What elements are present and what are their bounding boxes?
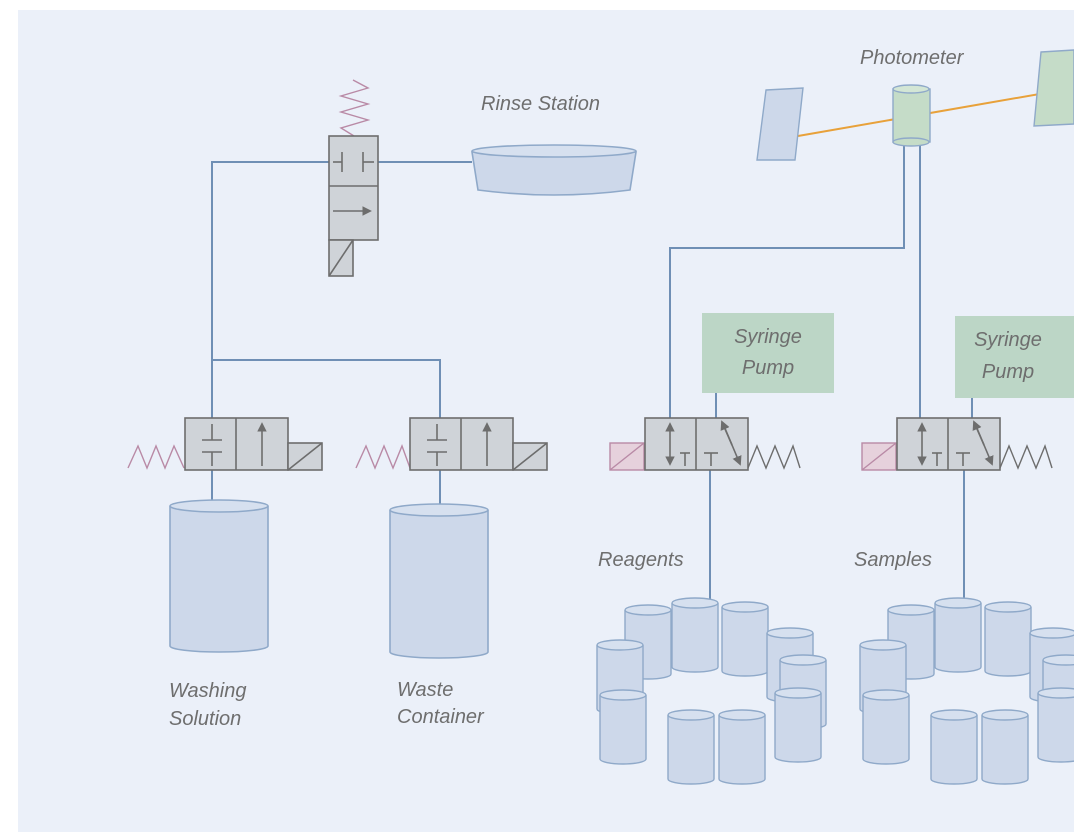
- rinse-station: [471, 144, 637, 196]
- waste-label-line2: Container: [397, 706, 485, 728]
- washing-solution-tank: [169, 499, 269, 653]
- syringe-pump-2-label-line1: Syringe: [974, 329, 1042, 351]
- spring-icon: [999, 443, 1053, 470]
- reagents-label: Reagents: [598, 549, 684, 571]
- vial: [862, 689, 910, 765]
- reagent-carousel: [596, 597, 827, 785]
- samples-label: Samples: [854, 549, 932, 571]
- spring-icon: [747, 443, 801, 470]
- light-source: [756, 87, 804, 161]
- washing-label-line2: Solution: [169, 708, 241, 730]
- vial: [774, 687, 822, 763]
- vial: [667, 709, 715, 785]
- syringe-pump-2-label-line2: Pump: [982, 361, 1034, 383]
- pipe-network: [211, 145, 973, 600]
- washing-label-line1: Washing: [169, 680, 246, 702]
- vial: [671, 597, 719, 673]
- spring-icon: [127, 444, 185, 470]
- waste-container-tank: [389, 503, 489, 659]
- vial: [599, 689, 647, 765]
- reagent-valve: [609, 417, 801, 471]
- photometer-label: Photometer: [860, 47, 965, 69]
- vial: [930, 709, 978, 785]
- syringe-pump-2: [955, 316, 1074, 398]
- washing-valve: [127, 417, 323, 471]
- vial: [718, 709, 766, 785]
- spring-icon: [338, 79, 371, 137]
- syringe-pump-1: [702, 313, 834, 393]
- vial: [981, 709, 1029, 785]
- vial: [721, 601, 769, 677]
- sample-valve: [861, 417, 1053, 471]
- spring-icon: [355, 444, 411, 470]
- vial: [1037, 687, 1074, 763]
- waste-label-line1: Waste: [397, 679, 453, 701]
- detector: [1033, 49, 1074, 127]
- photometer: [756, 49, 1074, 161]
- rinse-station-label: Rinse Station: [481, 93, 600, 115]
- syringe-pump-1-label-line2: Pump: [742, 357, 794, 379]
- rinse-valve: [328, 79, 379, 277]
- syringe-pump-1-label-line1: Syringe: [734, 326, 802, 348]
- sample-carousel: [859, 597, 1074, 785]
- vial: [984, 601, 1032, 677]
- waste-valve: [355, 417, 548, 471]
- vial: [934, 597, 982, 673]
